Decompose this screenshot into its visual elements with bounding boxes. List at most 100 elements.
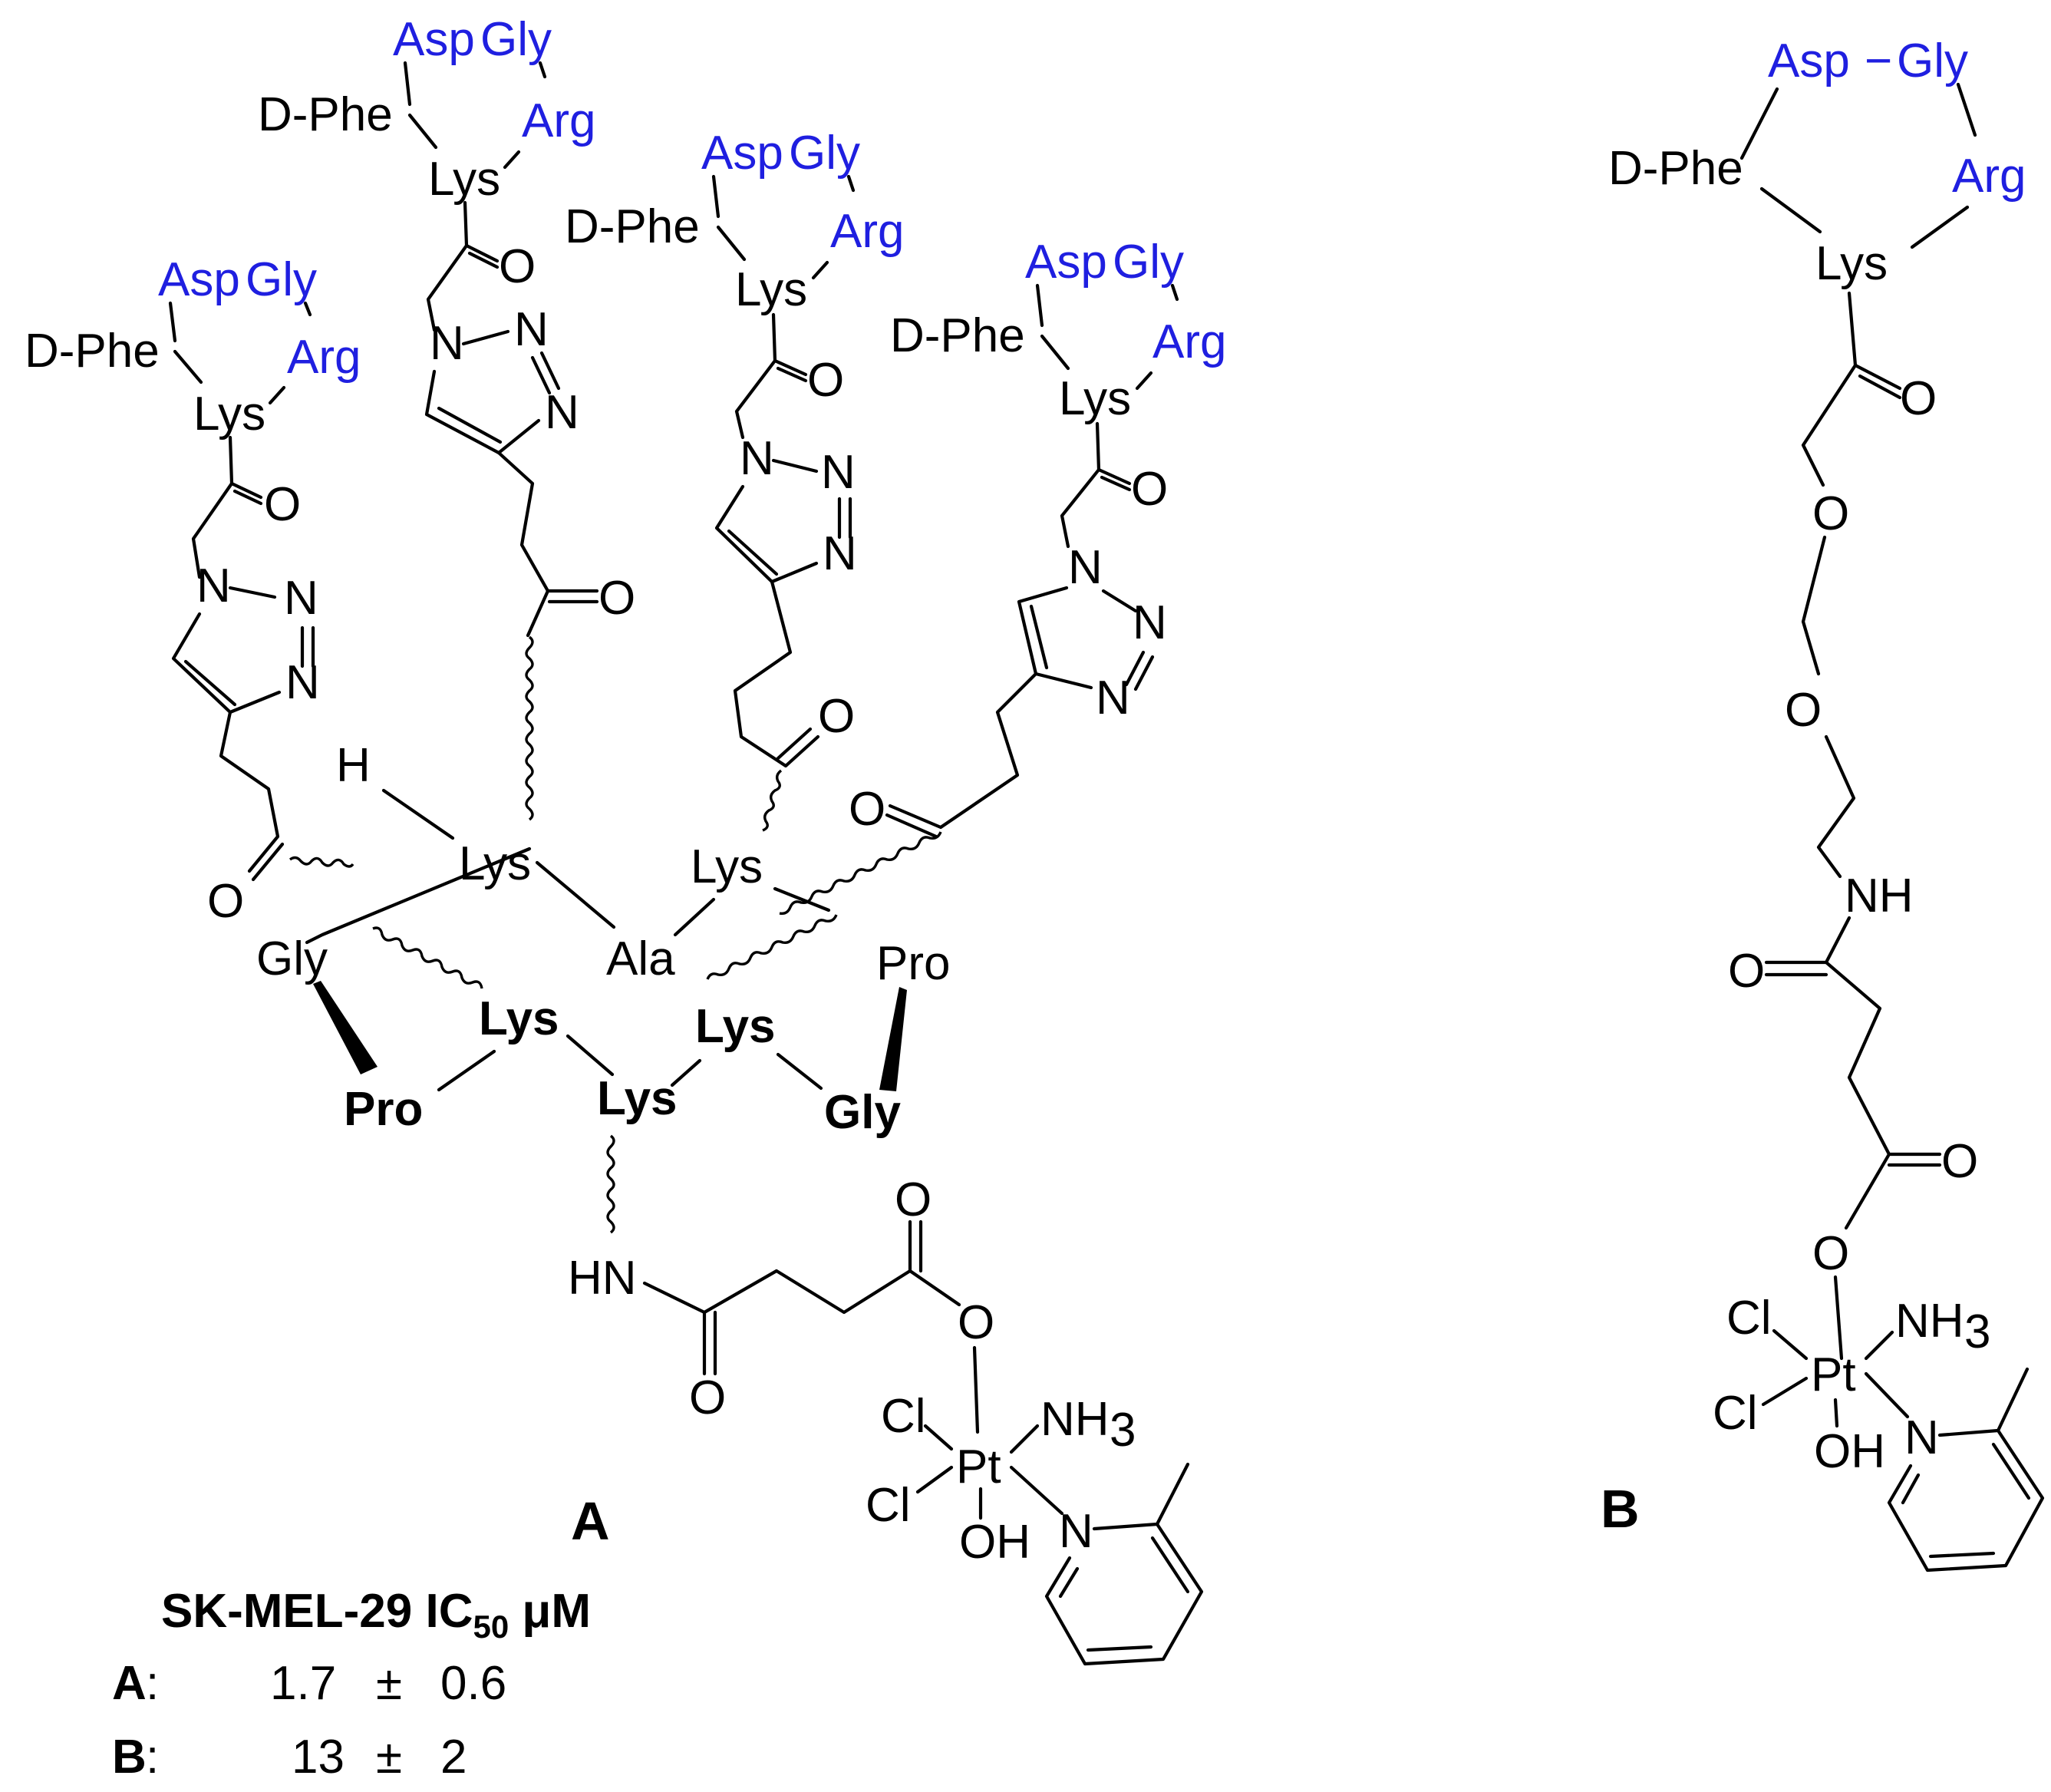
d-phe-label: D-Phe	[890, 309, 1025, 362]
nitrogen-label: N	[545, 386, 579, 439]
nitrogen-label: N	[1904, 1411, 1939, 1464]
d-phe-label: D-Phe	[25, 325, 160, 378]
oxygen-label: O	[818, 690, 855, 743]
lys-label: Lys	[1059, 372, 1131, 425]
gly-label: Gly	[246, 253, 317, 306]
compound-a-label: A	[571, 1491, 610, 1551]
gly-label: Gly	[480, 13, 552, 66]
nitrogen-label: N	[514, 303, 549, 356]
oxygen-label: O	[1900, 372, 1937, 425]
table-title: SK-MEL-29 IC50 μM	[161, 1585, 591, 1645]
gly-label: Gly	[1113, 236, 1184, 289]
ala-label: Ala	[606, 932, 675, 985]
row-a-sep: :	[146, 1657, 159, 1710]
pro-label: Pro	[344, 1083, 423, 1136]
oxygen-label: O	[1728, 945, 1765, 998]
d-phe-label: D-Phe	[565, 200, 700, 253]
nitrogen-label: N	[1096, 672, 1130, 724]
d-phe-label: D-Phe	[1608, 142, 1743, 195]
asp-label: Asp	[1025, 236, 1107, 289]
oxygen-label: O	[1131, 463, 1168, 516]
platinum-label: Pt	[1811, 1348, 1856, 1401]
dash-label: −	[1865, 35, 1892, 87]
nitrogen-label: N	[284, 572, 318, 625]
row-b-pm: ±	[376, 1731, 402, 1784]
pt-linker-a: HN O O O Cl Cl Pt NH 3 OH N	[568, 1173, 1204, 1666]
compound-a: Asp Gly D-Phe Arg Lys O N N N O Asp Gly …	[25, 13, 1226, 1666]
chlorine-label: Cl	[881, 1390, 926, 1443]
chlorine-label: Cl	[866, 1479, 911, 1532]
row-b-sep: :	[146, 1731, 159, 1784]
arm-4: Asp Gly D-Phe Arg Lys O N N N O	[849, 236, 1226, 839]
row-a-compound: A	[112, 1657, 147, 1710]
compound-b-label: B	[1601, 1479, 1640, 1539]
row-b-error: 2	[440, 1731, 467, 1784]
lys-label: Lys	[691, 840, 763, 893]
arg-label: Arg	[522, 94, 595, 147]
oxygen-label: O	[207, 875, 244, 928]
hn-label: HN	[568, 1252, 637, 1305]
oxygen-label: O	[598, 572, 635, 625]
ammonia-subscript: 3	[1964, 1305, 1990, 1358]
d-phe-label: D-Phe	[258, 88, 393, 141]
lys-label: Lys	[695, 1000, 776, 1053]
row-a-pm: ±	[376, 1657, 402, 1710]
hydrogen-label: H	[336, 739, 371, 792]
arg-label: Arg	[1952, 150, 2026, 203]
oxygen-label: O	[849, 783, 885, 836]
platinum-label: Pt	[956, 1441, 1001, 1493]
arm-2: Asp Gly D-Phe Arg Lys O N N N O	[258, 13, 635, 638]
nitrogen-label: N	[430, 317, 464, 370]
row-b-compound: B	[112, 1731, 147, 1784]
activity-table: SK-MEL-29 IC50 μM A : 1.7 ± 0.6 B : 13 ±…	[112, 1585, 591, 1784]
nh-label: NH	[1845, 870, 1914, 922]
oxygen-label: O	[499, 240, 536, 293]
lys-label: Lys	[735, 263, 807, 316]
asp-label: Asp	[1768, 35, 1850, 87]
nitrogen-label: N	[1068, 541, 1103, 594]
asp-label: Asp	[393, 13, 475, 66]
oxygen-label: O	[1941, 1135, 1978, 1188]
arg-label: Arg	[287, 331, 361, 384]
nitrogen-label: N	[740, 432, 774, 485]
arg-label: Arg	[1152, 315, 1226, 368]
arm-3: Asp Gly D-Phe Arg Lys O N N N O	[565, 127, 904, 768]
oxygen-label: O	[958, 1296, 994, 1349]
ammonia-label: NH	[1895, 1295, 1964, 1348]
oxygen-label: O	[264, 478, 301, 531]
oxygen-label: O	[807, 354, 844, 407]
nitrogen-label: N	[1059, 1505, 1093, 1558]
oxygen-label: O	[1785, 684, 1822, 737]
gly-label: Gly	[256, 932, 328, 985]
pro-label: Pro	[876, 937, 950, 990]
chlorine-label: Cl	[1713, 1387, 1758, 1440]
lys-label: Lys	[193, 388, 265, 441]
wavy-links	[289, 635, 942, 1234]
ammonia-label: NH	[1040, 1393, 1110, 1446]
ammonia-subscript: 3	[1110, 1404, 1136, 1457]
row-a-error: 0.6	[440, 1657, 506, 1710]
arm-1: Asp Gly D-Phe Arg Lys O N N N O	[25, 253, 361, 928]
lys-label: Lys	[428, 153, 500, 206]
oxygen-label: O	[895, 1173, 932, 1226]
scaffold: H Lys Lys Ala Gly Pro Pro Lys Lys Lys Gl…	[256, 739, 950, 1139]
asp-label: Asp	[158, 253, 240, 306]
gly-label: Gly	[824, 1086, 901, 1139]
nitrogen-label: N	[821, 446, 856, 499]
lys-label: Lys	[597, 1072, 678, 1125]
gly-label: Gly	[1897, 35, 1968, 87]
chlorine-label: Cl	[1726, 1292, 1772, 1345]
oxygen-label: O	[1812, 487, 1849, 540]
nitrogen-label: N	[196, 559, 231, 612]
oxygen-label: O	[1812, 1227, 1849, 1280]
gly-label: Gly	[789, 127, 860, 180]
row-a-value: 1.7	[270, 1657, 336, 1710]
compound-b: Asp − Gly D-Phe Arg Lys O O O NH O O O C…	[1601, 35, 2045, 1573]
oxygen-label: O	[689, 1371, 726, 1424]
hydroxyl-label: OH	[959, 1516, 1030, 1569]
arg-label: Arg	[830, 205, 904, 258]
lys-label: Lys	[1815, 237, 1888, 290]
nitrogen-label: N	[1133, 596, 1167, 649]
lys-label: Lys	[479, 992, 559, 1045]
